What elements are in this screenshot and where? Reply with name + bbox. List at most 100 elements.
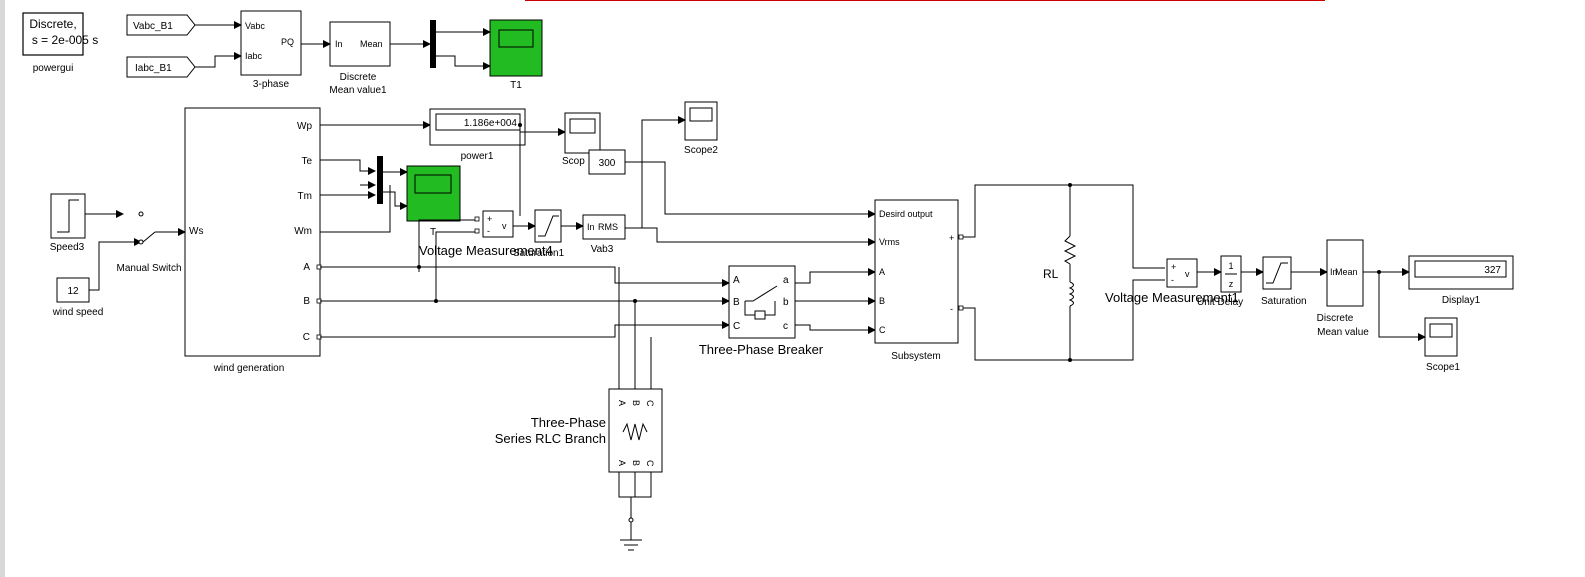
- voltage-measurement4-label: Voltage Measurement4: [419, 243, 553, 258]
- svg-text:v: v: [1185, 269, 1190, 279]
- svg-text:A: A: [303, 262, 310, 273]
- svg-text:Mean: Mean: [360, 39, 383, 49]
- mean-value1-block[interactable]: In Mean: [329, 21, 391, 67]
- svg-text:A: A: [879, 267, 885, 277]
- t1-scope-block[interactable]: [489, 19, 543, 77]
- three-phase-breaker-label: Three-Phase Breaker: [699, 342, 824, 357]
- svg-text:C: C: [733, 321, 740, 332]
- mean-value-block[interactable]: In Mean: [1326, 239, 1364, 307]
- svg-text:Iabc: Iabc: [245, 51, 263, 61]
- svg-text:Wp: Wp: [297, 121, 312, 132]
- svg-text:B: B: [631, 460, 641, 466]
- wind-speed-label: wind speed: [52, 307, 104, 318]
- svg-text:+: +: [1171, 262, 1176, 272]
- resistor-symbol: [1063, 235, 1077, 265]
- svg-text:-: -: [1171, 275, 1174, 285]
- pq-label: 3-phase: [253, 79, 290, 90]
- speed3-step-block[interactable]: [50, 193, 86, 239]
- svg-text:Desird output: Desird output: [879, 209, 933, 219]
- saturation-label: Saturation: [1261, 296, 1307, 307]
- mean-value1-label: Discrete: [340, 72, 377, 83]
- svg-text:Tm: Tm: [298, 191, 312, 202]
- wind-generation-label: wind generation: [213, 363, 285, 374]
- mean-value-label: Discrete: [1317, 313, 1354, 324]
- manual-switch-label: Manual Switch: [116, 263, 181, 274]
- svg-text:C: C: [645, 400, 655, 407]
- rms-vab3-block[interactable]: In RMS: [582, 214, 626, 240]
- display1-block[interactable]: 327: [1408, 255, 1514, 290]
- svg-text:327: 327: [1484, 265, 1501, 276]
- from-vabc-block[interactable]: Vabc_B1: [126, 14, 196, 36]
- scope1-label: Scope1: [1426, 362, 1460, 373]
- svg-text:A: A: [617, 400, 627, 406]
- svg-text:B: B: [303, 296, 310, 307]
- svg-text:Ws: Ws: [189, 226, 203, 237]
- constant-300-block[interactable]: 300: [588, 149, 626, 175]
- powergui-label: powergui: [33, 63, 74, 74]
- saturation1-block[interactable]: [534, 209, 562, 243]
- scope2-label: Scope2: [684, 145, 718, 156]
- svg-text:300: 300: [599, 158, 616, 169]
- unit-delay-block[interactable]: 1 z: [1220, 255, 1242, 293]
- pq-3phase-block[interactable]: Vabc Iabc PQ: [240, 10, 302, 76]
- svg-text:12: 12: [67, 286, 79, 297]
- svg-text:C: C: [303, 332, 310, 343]
- power1-display[interactable]: 1.186e+004: [429, 108, 526, 146]
- svg-text:C: C: [645, 460, 655, 467]
- svg-text:-: -: [950, 304, 953, 314]
- svg-text:In: In: [1330, 267, 1338, 277]
- voltage-measurement1-block[interactable]: + - v: [1166, 258, 1198, 288]
- svg-text:Vabc: Vabc: [245, 21, 265, 31]
- generator-scope-block[interactable]: [406, 165, 461, 222]
- mux-bar-mid[interactable]: [377, 156, 383, 204]
- scop-scope-block[interactable]: [564, 112, 601, 154]
- rl-label: RL: [1043, 267, 1059, 281]
- svg-text:RMS: RMS: [598, 222, 618, 232]
- svg-text:Vabc_B1: Vabc_B1: [133, 21, 173, 32]
- svg-text:Wm: Wm: [294, 226, 312, 237]
- three-phase-breaker-block[interactable]: A B C a b c: [728, 265, 796, 339]
- voltage-measurement4-block[interactable]: + - v: [482, 210, 514, 238]
- rlc-label2: Series RLC Branch: [495, 431, 606, 446]
- scope2-block[interactable]: [684, 101, 718, 141]
- wind-generation-block[interactable]: Wp Te Tm Wm A B C Ws: [184, 107, 321, 357]
- subsystem-label: Subsystem: [891, 351, 940, 362]
- svg-text:b: b: [783, 297, 789, 308]
- series-rlc-branch-block[interactable]: A B C A B C: [608, 388, 663, 473]
- svg-text:+: +: [487, 214, 492, 224]
- t1-label: T1: [510, 80, 522, 91]
- wind-speed-constant[interactable]: 12: [56, 277, 90, 303]
- manual-switch-block[interactable]: [85, 210, 186, 246]
- svg-text:Vrms: Vrms: [879, 237, 900, 247]
- mux-bar-top[interactable]: [430, 20, 436, 68]
- svg-text:Iabc_B1: Iabc_B1: [135, 63, 172, 74]
- svg-text:B: B: [631, 400, 641, 406]
- saturation-block[interactable]: [1262, 256, 1292, 290]
- svg-text:s = 2e-005 s: s = 2e-005 s: [32, 33, 98, 47]
- svg-text:c: c: [783, 321, 788, 332]
- voltage-measurement1-label: Voltage Measurement1: [1105, 290, 1239, 305]
- svg-text:In: In: [335, 39, 343, 49]
- scop-label: Scop: [562, 156, 585, 167]
- scope-t-label: T: [430, 227, 436, 238]
- svg-text:z: z: [1229, 279, 1234, 289]
- svg-text:1: 1: [1228, 261, 1233, 271]
- mean-value1-label2: Mean value1: [329, 85, 387, 96]
- inductor-symbol: [1068, 281, 1074, 307]
- display1-label: Display1: [1442, 295, 1481, 306]
- svg-text:-: -: [487, 226, 490, 236]
- speed3-label: Speed3: [50, 242, 85, 253]
- unit-delay-label: Unit Delay: [1197, 297, 1243, 308]
- svg-text:Discrete,: Discrete,: [29, 17, 76, 31]
- subsystem-block[interactable]: Desird output Vrms A B C + -: [874, 199, 959, 344]
- saturation1-label: Saturation1: [513, 248, 565, 259]
- block-diagram: Discrete, s = 2e-005 s powergui Vabc_B1 …: [22, 0, 1514, 551]
- from-iabc-block[interactable]: Iabc_B1: [126, 56, 196, 78]
- svg-text:B: B: [733, 297, 740, 308]
- svg-text:1.186e+004: 1.186e+004: [464, 118, 518, 129]
- ground-symbol: [620, 539, 642, 551]
- scope1-block[interactable]: [1424, 317, 1458, 357]
- svg-text:PQ: PQ: [281, 37, 294, 47]
- powergui-block[interactable]: Discrete, s = 2e-005 s: [22, 12, 98, 56]
